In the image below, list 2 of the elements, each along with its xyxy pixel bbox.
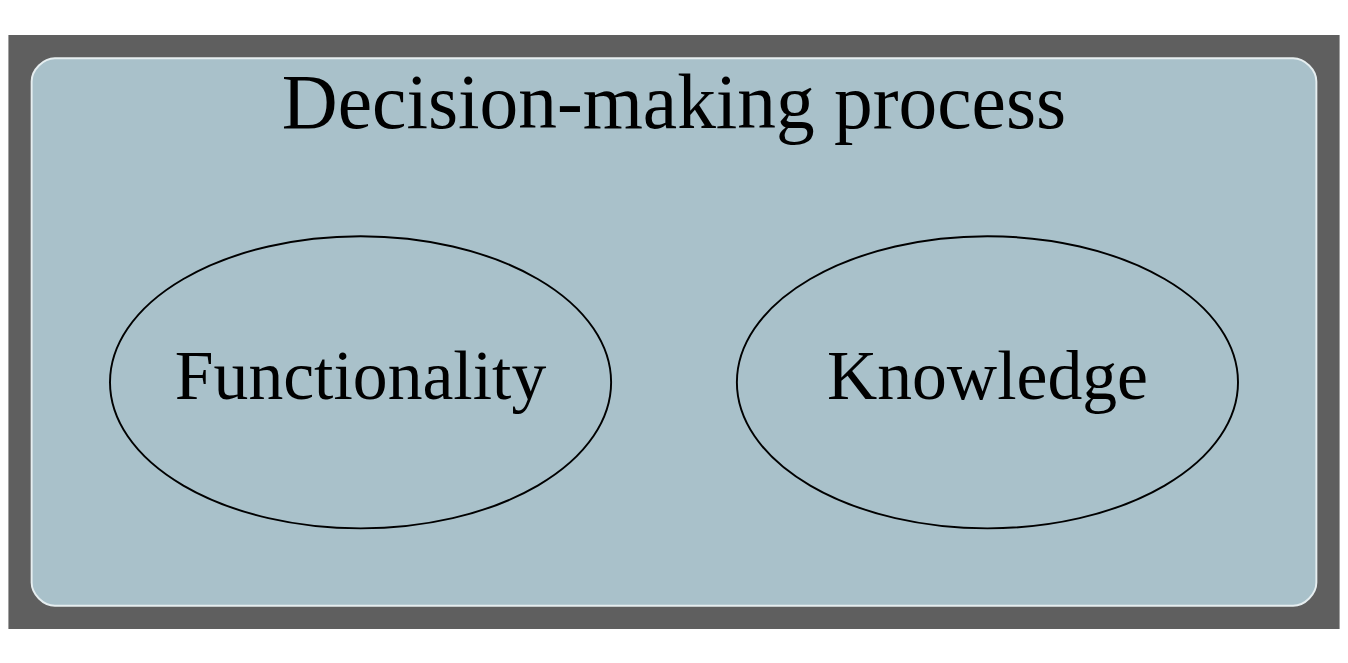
node-ellipse: Functionality: [109, 234, 613, 529]
node-ellipse: Knowledge: [735, 234, 1239, 529]
